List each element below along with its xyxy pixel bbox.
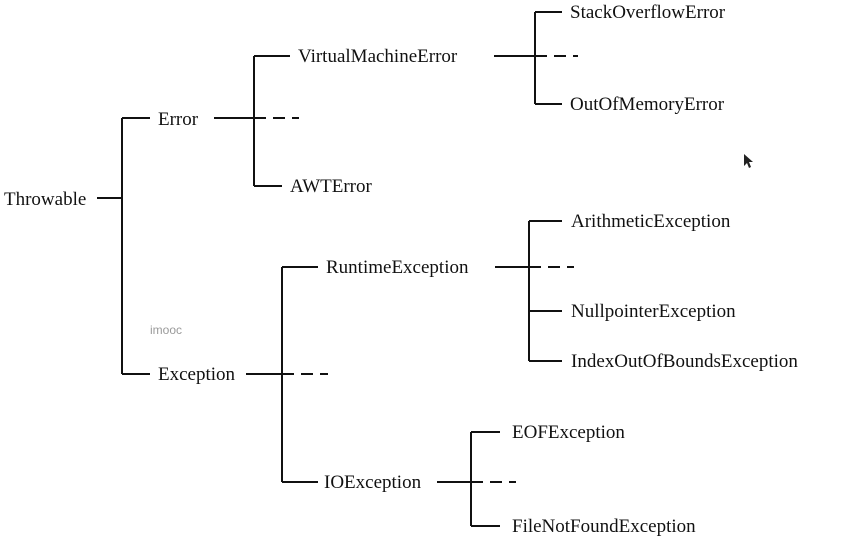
node-throwable: Throwable (4, 189, 86, 210)
node-index-out-of-bounds-exception: IndexOutOfBoundsException (571, 351, 798, 372)
node-arithmetic-exception: ArithmeticException (571, 211, 731, 232)
node-eof-exception: EOFException (512, 422, 625, 443)
node-io-exception: IOException (324, 472, 422, 493)
node-stack-overflow-error: StackOverflowError (570, 2, 726, 23)
node-awt-error: AWTError (290, 176, 372, 197)
mouse-pointer-icon (744, 154, 753, 168)
connector-throwable (97, 117, 150, 375)
node-nullpointer-exception: NullpointerException (571, 301, 736, 322)
node-exception: Exception (158, 364, 236, 385)
connector-virtual-machine-error (494, 11, 578, 105)
connector-io-exception (437, 431, 516, 527)
node-out-of-memory-error: OutOfMemoryError (570, 94, 725, 115)
watermark-text: imooc (150, 323, 182, 337)
connector-runtime-exception (495, 220, 574, 362)
node-runtime-exception: RuntimeException (326, 257, 469, 278)
connector-error (214, 55, 299, 187)
node-file-not-found-exception: FileNotFoundException (512, 516, 696, 537)
node-virtual-machine-error: VirtualMachineError (298, 46, 458, 67)
connector-exception (246, 266, 328, 483)
node-error: Error (158, 109, 199, 130)
